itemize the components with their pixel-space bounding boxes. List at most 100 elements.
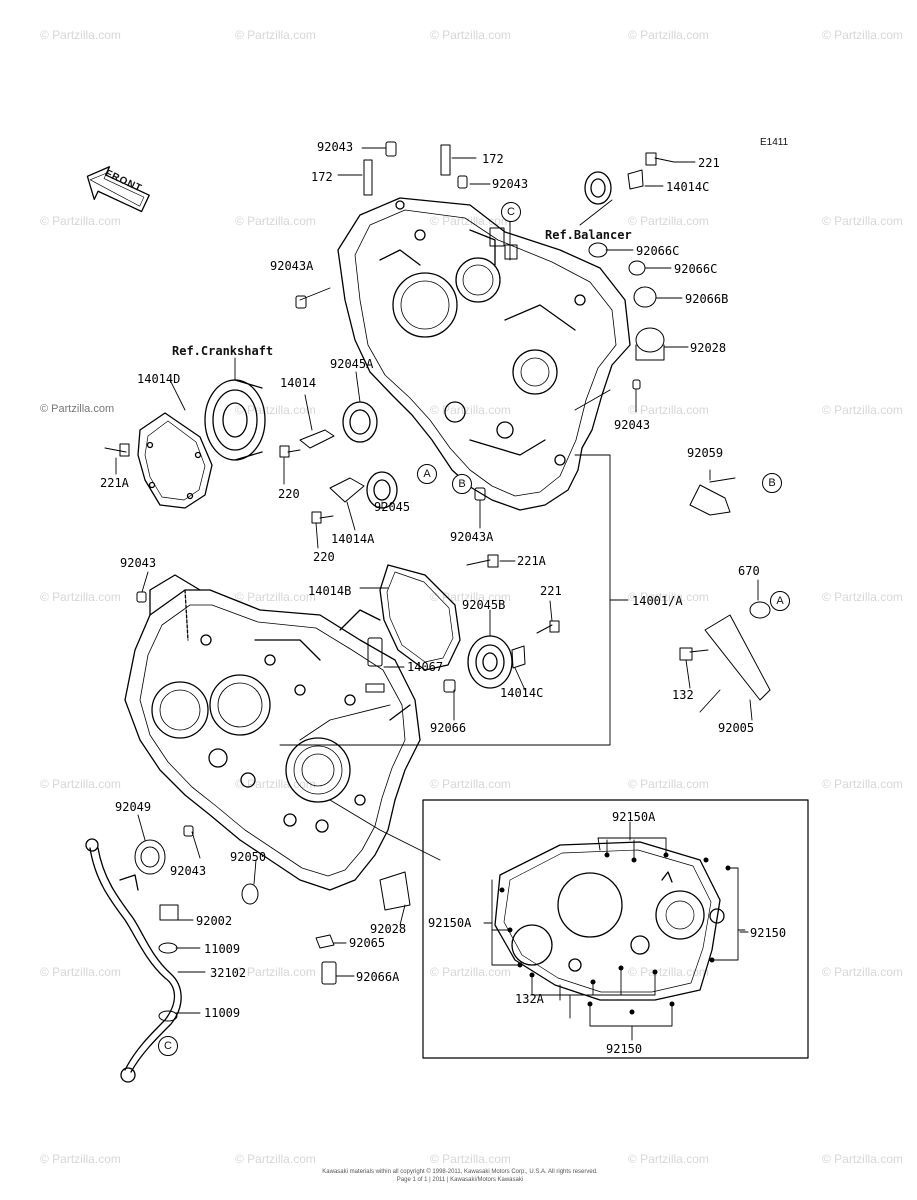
part-number-label: 92045 [374,500,411,514]
oil-pipe-32102 [85,838,182,1083]
watermark-text: © Partzilla.com [628,1152,709,1166]
ref-crankshaft-label: Ref.Crankshaft [172,344,274,358]
watermark-text: © Partzilla.com [235,965,316,979]
callout-circle: C [158,1036,178,1056]
cover-plate-14014b [379,564,461,671]
part-number-label: 220 [313,550,335,564]
watermark-text: © Partzilla.com [235,590,316,604]
bearing-92045b [467,635,513,689]
left-crankcase-half [124,574,421,891]
bearing-92045a [342,401,378,443]
part-number-label: 92002 [196,914,233,928]
watermark-text: © Partzilla.com [430,1152,511,1166]
watermark-text: © Partzilla.com [822,777,903,791]
watermark-text: © Partzilla.com [40,214,121,228]
part-number-label: 14014B [308,584,352,598]
watermark-text: © Partzilla.com [822,403,903,417]
part-number-label: 92043 [317,140,354,154]
watermark-text: © Partzilla.com [40,590,121,604]
part-number-label: 92043 [492,177,529,191]
part-number-label: 92066 [430,721,467,735]
callout-circle: C [501,202,521,222]
ref-balancer-label: Ref.Balancer [545,228,632,242]
callout-circle: B [762,473,782,493]
leader-lines [115,147,759,1014]
part-number-label: 221 [698,156,720,170]
part-number-label: 92066C [674,262,718,276]
watermark-text: © Partzilla.com [430,965,511,979]
part-number-label: 92043 [170,864,207,878]
part-number-label: 14014C [500,686,544,700]
part-number-label: 172 [311,170,333,184]
part-number-label: 670 [738,564,760,578]
part-number-label: 92045A [330,357,374,371]
part-number-label: 132 [672,688,694,702]
watermark-text: © Partzilla.com [235,1152,316,1166]
part-number-label: 92150 [750,926,787,940]
part-number-label: 220 [278,487,300,501]
part-number-label: 221A [100,476,129,490]
watermark-text: © Partzilla.com [628,214,709,228]
part-number-label: 92059 [687,446,724,460]
part-number-label: 11009 [204,1006,241,1020]
watermark-text: © Partzilla.com [235,214,316,228]
copyright-line-2: Page 1 of 1 | 2011 | Kawasaki/Motors Kaw… [396,1177,524,1183]
watermark-text: © Partzilla.com [822,1152,903,1166]
part-number-label: 92028 [370,922,407,936]
part-number-label: 92043 [614,418,651,432]
watermark-text: © Partzilla.com [628,777,709,791]
part-number-label: 132A [515,992,544,1006]
part-number-label: 221A [517,554,546,568]
front-arrow-icon [86,166,150,213]
part-number-label: 14014D [137,372,181,386]
part-number-label: 92066B [685,292,729,306]
small-fasteners [104,141,771,1022]
part-number-label: 92043 [120,556,157,570]
part-number-label: 92150 [606,1042,643,1056]
part-number-label: 14014C [666,180,710,194]
watermark-text: © Partzilla.com [628,28,709,42]
watermark-text: © Partzilla.com [430,777,511,791]
part-number-label: 92045B [462,598,506,612]
watermark-text: © Partzilla.com [822,214,903,228]
watermark-text: © Partzilla.com [430,28,511,42]
callout-circle: A [417,464,437,484]
watermark-text: © Partzilla.com [430,403,511,417]
watermark-text: © Partzilla.com [628,403,709,417]
watermark-text: © Partzilla.com [40,965,121,979]
part-number-label: 221 [540,584,562,598]
watermark-text: © Partzilla.com [822,28,903,42]
watermark-text: © Partzilla.com [40,1152,121,1166]
part-number-label: 92005 [718,721,755,735]
part-number-label: 92043A [270,259,314,273]
callout-circle: A [770,591,790,611]
watermark-text: © Partzilla.com [628,965,709,979]
part-number-label: 14067 [407,660,444,674]
callout-circle: B [452,474,472,494]
diagram-code: E1411 [760,137,789,148]
copyright-line-1: Kawasaki materials within all copyright … [322,1169,598,1175]
part-number-label: 14001/A [632,594,683,608]
part-number-label: 32102 [210,966,247,980]
part-number-label: 92066A [356,970,400,984]
part-number-label: 92049 [115,800,152,814]
part-number-label: 92066C [636,244,680,258]
part-number-label: 92028 [690,341,727,355]
part-number-label: 92050 [230,850,267,864]
watermark-text: © Partzilla.com [822,965,903,979]
part-number-label: 92043A [450,530,494,544]
part-number-label: 14014A [331,532,375,546]
part-number-label: 92150A [428,916,472,930]
cover-plate-14014d [137,412,213,509]
watermark-text: © Partzilla.com [235,28,316,42]
watermark-text: © Partzilla.com [430,214,511,228]
crankshaft-bearing [204,379,266,461]
part-number-label: 172 [482,152,504,166]
part-number-label: 92150A [612,810,656,824]
copyright-notice: Kawasaki materials within all copyright … [280,1168,640,1184]
watermark-text: © Partzilla.com [822,590,903,604]
right-crankcase-half [337,197,631,511]
watermark-text: © Partzilla.com [40,28,121,42]
